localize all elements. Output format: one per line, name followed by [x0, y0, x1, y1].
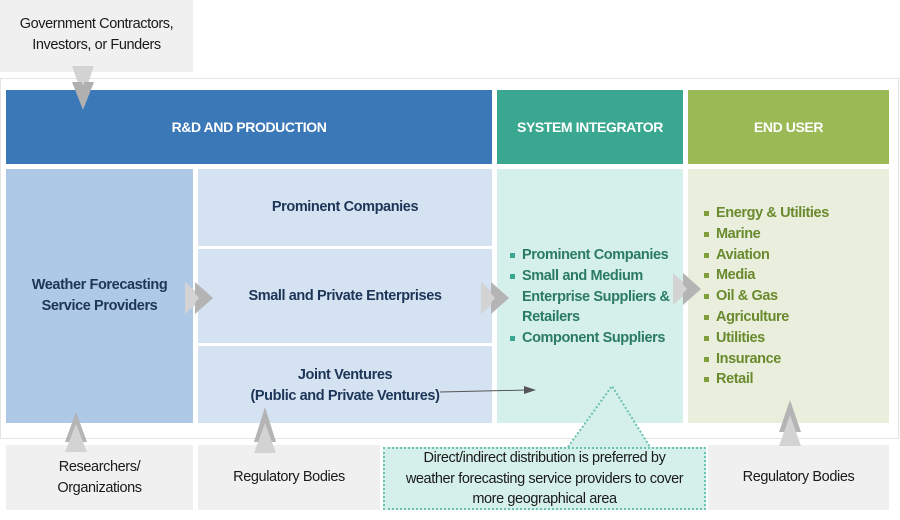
researchers-line-2: Organizations: [57, 479, 142, 496]
list-item: Insurance: [703, 349, 883, 370]
rd-segment-label: Small and Private Enterprises: [248, 287, 442, 304]
end-user-list: Energy & Utilities Marine Aviation Media…: [703, 203, 883, 390]
system-integrator-header: SYSTEM INTEGRATOR: [497, 90, 683, 164]
callout-line-1: Direct/indirect distribution is preferre…: [423, 450, 666, 467]
list-item: Marine: [703, 224, 883, 245]
end-user-header-label: END USER: [753, 119, 824, 135]
researchers-box: Researchers/ Organizations: [6, 445, 193, 510]
rd-production-header-label: R&D AND PRODUCTION: [171, 119, 327, 135]
list-item: Utilities: [703, 328, 883, 349]
list-item: Retail: [703, 369, 883, 390]
rd-segment-sublabel: (Public and Private Ventures): [250, 387, 440, 404]
funders-label-line-2: Investors, or Funders: [32, 37, 161, 53]
system-integrator-header-label: SYSTEM INTEGRATOR: [517, 119, 663, 135]
researchers-line-1: Researchers/: [58, 458, 141, 475]
list-item: Media: [703, 265, 883, 286]
list-item: Component Suppliers: [509, 328, 681, 349]
rd-segment-joint-ventures: Joint Ventures (Public and Private Ventu…: [198, 346, 492, 423]
regulatory-bodies-label: Regulatory Bodies: [233, 469, 345, 485]
callout-line-2: weather forecasting service providers to…: [405, 470, 684, 487]
list-item: Small and Medium Enterprise Suppliers & …: [509, 266, 681, 328]
end-user-body: [688, 169, 889, 423]
regulatory-bodies-label: Regulatory Bodies: [742, 469, 855, 485]
list-item: Energy & Utilities: [703, 203, 883, 224]
regulatory-bodies-eu-box: Regulatory Bodies: [708, 445, 889, 510]
end-user-header: END USER: [688, 90, 889, 164]
callout-line-3: more geographical area: [472, 491, 617, 508]
rd-segment-label: Joint Ventures: [297, 366, 393, 383]
weather-providers-line-1: Weather Forecasting: [31, 277, 168, 293]
weather-providers-box: Weather Forecasting Service Providers: [6, 169, 193, 423]
distribution-callout: Direct/indirect distribution is preferre…: [383, 447, 706, 510]
list-item: Aviation: [703, 245, 883, 266]
funders-label-line-1: Government Contractors,: [19, 16, 174, 32]
funders-box: Government Contractors, Investors, or Fu…: [0, 0, 193, 72]
system-integrator-list: Prominent Companies Small and Medium Ent…: [509, 245, 681, 349]
list-item: Agriculture: [703, 307, 883, 328]
list-item: Oil & Gas: [703, 286, 883, 307]
rd-segment-label: Prominent Companies: [271, 199, 419, 215]
rd-segment-small-private-enterprises: Small and Private Enterprises: [198, 249, 492, 343]
regulatory-bodies-rd-box: Regulatory Bodies: [198, 445, 380, 510]
weather-providers-line-2: Service Providers: [41, 298, 158, 314]
rd-production-header: R&D AND PRODUCTION: [6, 90, 492, 164]
rd-segment-prominent-companies: Prominent Companies: [198, 169, 492, 246]
list-item: Prominent Companies: [509, 245, 681, 266]
system-integrator-body: [497, 169, 683, 423]
